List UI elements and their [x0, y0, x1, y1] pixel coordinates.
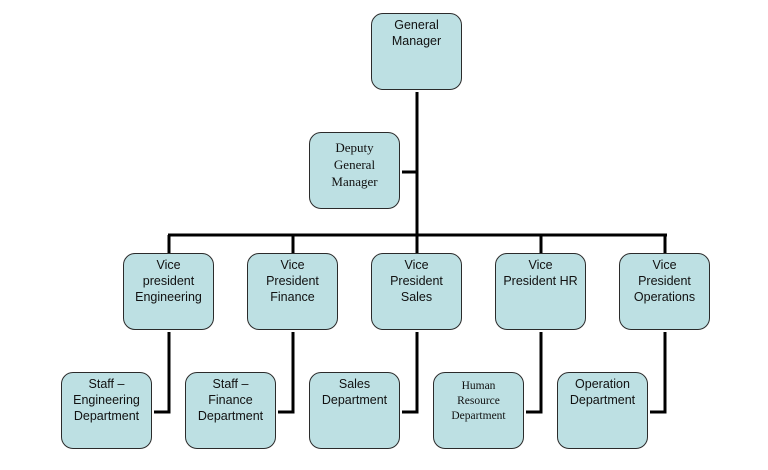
node-label: Sales [400, 290, 433, 304]
node-label: Sales [338, 377, 371, 391]
node-label: Staff – [212, 377, 249, 391]
node-label: Vice [404, 258, 429, 272]
node-label: Department [569, 393, 636, 407]
node-operation-department[interactable]: Operation Department [557, 372, 648, 449]
node-label: Engineering [135, 290, 202, 304]
node-label: Vice [156, 258, 181, 272]
node-hr-department[interactable]: Human Resource Department [433, 372, 524, 449]
node-label: Manager [391, 34, 442, 48]
node-label: President [266, 274, 319, 288]
node-label: Vice [652, 258, 677, 272]
node-sales-department[interactable]: Sales Department [309, 372, 400, 449]
staff-connector [650, 332, 667, 414]
node-label: President [638, 274, 691, 288]
node-label: Department [321, 393, 388, 407]
staff-connector [526, 332, 543, 414]
node-label: General [394, 18, 439, 32]
node-vp-engineering[interactable]: Vice president Engineering [123, 253, 214, 330]
node-deputy-general-manager[interactable]: Deputy General Manager [309, 132, 400, 209]
node-vp-sales[interactable]: Vice President Sales [371, 253, 462, 330]
node-staff-finance[interactable]: Staff – Finance Department [185, 372, 276, 449]
node-vp-finance[interactable]: Vice President Finance [247, 253, 338, 330]
staff-connector [278, 332, 295, 414]
node-label: Department [197, 409, 264, 423]
node-label: President [390, 274, 443, 288]
node-general-manager[interactable]: General Manager [371, 13, 462, 90]
node-label: president [142, 274, 195, 288]
node-staff-engineering[interactable]: Staff – Engineering Department [61, 372, 152, 449]
node-label: Department [73, 409, 140, 423]
node-vp-operations[interactable]: Vice President Operations [619, 253, 710, 330]
node-vp-hr[interactable]: Vice President HR [495, 253, 586, 330]
node-label: Staff – [88, 377, 125, 391]
node-label: Department [451, 410, 506, 422]
staff-connector [402, 332, 419, 414]
staff-connector [154, 332, 171, 414]
node-label: Deputy [335, 140, 374, 155]
node-label: Vice [528, 258, 553, 272]
node-label: Manager [331, 174, 378, 189]
node-label: Human [461, 380, 496, 392]
node-label: Vice [280, 258, 305, 272]
node-label: Finance [270, 290, 315, 304]
node-label: Engineering [73, 393, 140, 407]
node-label: President HR [503, 274, 578, 288]
node-label: General [333, 157, 376, 172]
node-label: Operation [575, 377, 630, 391]
node-label: Resource [457, 395, 500, 407]
node-label: Operations [633, 290, 696, 304]
node-label: Finance [208, 393, 253, 407]
